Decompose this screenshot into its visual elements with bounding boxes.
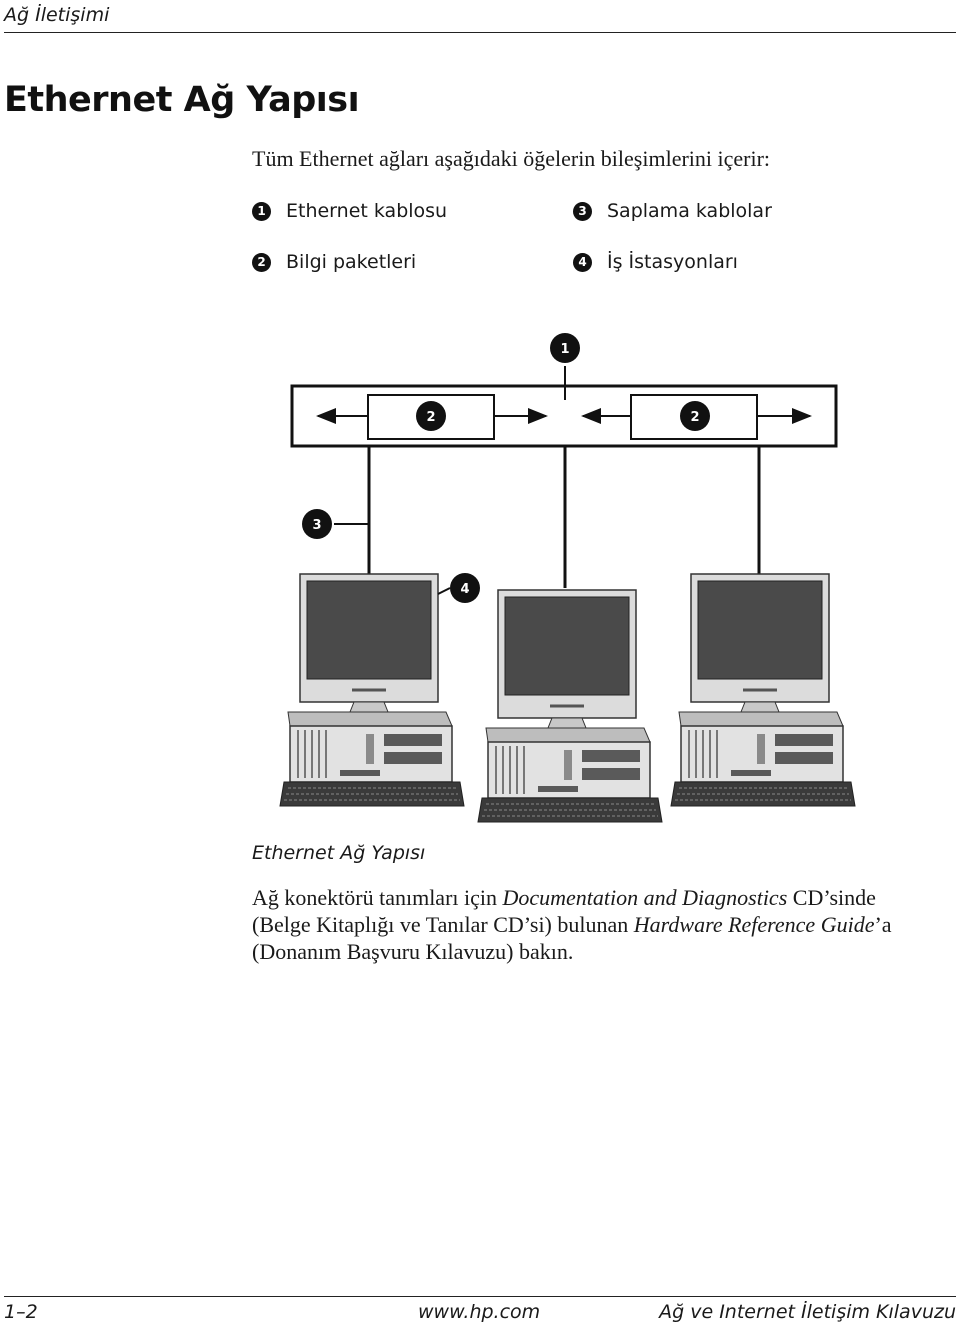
legend-item-2: 2 Bilgi paketleri <box>252 251 416 273</box>
svg-text:4: 4 <box>460 582 469 597</box>
guide-title-italic: Hardware Reference Guide <box>633 912 875 937</box>
ethernet-diagram: 1 2 2 3 4 <box>278 333 857 824</box>
intro-text: Tüm Ethernet ağları aşağıdaki öğelerin b… <box>252 146 771 171</box>
callout-4 <box>450 573 480 603</box>
callout-2 <box>680 401 710 431</box>
legend-label: Saplama kablolar <box>607 200 772 222</box>
callout-1 <box>550 333 580 363</box>
legend-item-4: 4 İş İstasyonları <box>573 251 738 273</box>
workstation <box>278 572 466 808</box>
workstation <box>476 588 664 824</box>
svg-text:2: 2 <box>690 410 699 425</box>
callout-3 <box>302 509 332 539</box>
legend-label: İş İstasyonları <box>607 251 738 273</box>
body-paragraph: Ağ konektörü tanımları için Documentatio… <box>252 884 932 965</box>
svg-text:1: 1 <box>560 342 569 357</box>
callout-number: 2 <box>252 252 271 272</box>
figure-caption: Ethernet Ağ Yapısı <box>252 842 426 864</box>
footer-guide-title: Ağ ve Internet İletişim Kılavuzu <box>659 1301 956 1323</box>
page-title: Ethernet Ağ Yapısı <box>4 80 360 120</box>
text-run: Ağ konektörü tanımları için <box>252 885 503 910</box>
running-head: Ağ İletişimi <box>4 4 110 26</box>
callout-number: 4 <box>573 252 592 272</box>
legend-label: Ethernet kablosu <box>286 200 448 222</box>
callout-number: 1 <box>252 201 271 221</box>
header-rule <box>4 32 956 33</box>
doc-title-italic: Documentation and Diagnostics <box>502 885 788 910</box>
text-run: ’a (Donanım Başvuru Kılavuzu) bakın. <box>252 912 892 964</box>
page-number: 1–2 <box>4 1301 38 1323</box>
footer-url: www.hp.com <box>418 1301 541 1323</box>
svg-text:2: 2 <box>426 410 435 425</box>
legend-label: Bilgi paketleri <box>286 251 417 273</box>
callout-number: 3 <box>573 201 592 221</box>
callout-2 <box>416 401 446 431</box>
footer-rule <box>4 1296 956 1297</box>
text-run: CD’sinde (Belge Kitaplığı ve Tanılar CD’… <box>252 885 876 937</box>
legend-item-1: 1 Ethernet kablosu <box>252 200 447 222</box>
workstation <box>669 572 857 808</box>
svg-text:3: 3 <box>312 518 321 533</box>
legend-item-3: 3 Saplama kablolar <box>573 200 772 222</box>
